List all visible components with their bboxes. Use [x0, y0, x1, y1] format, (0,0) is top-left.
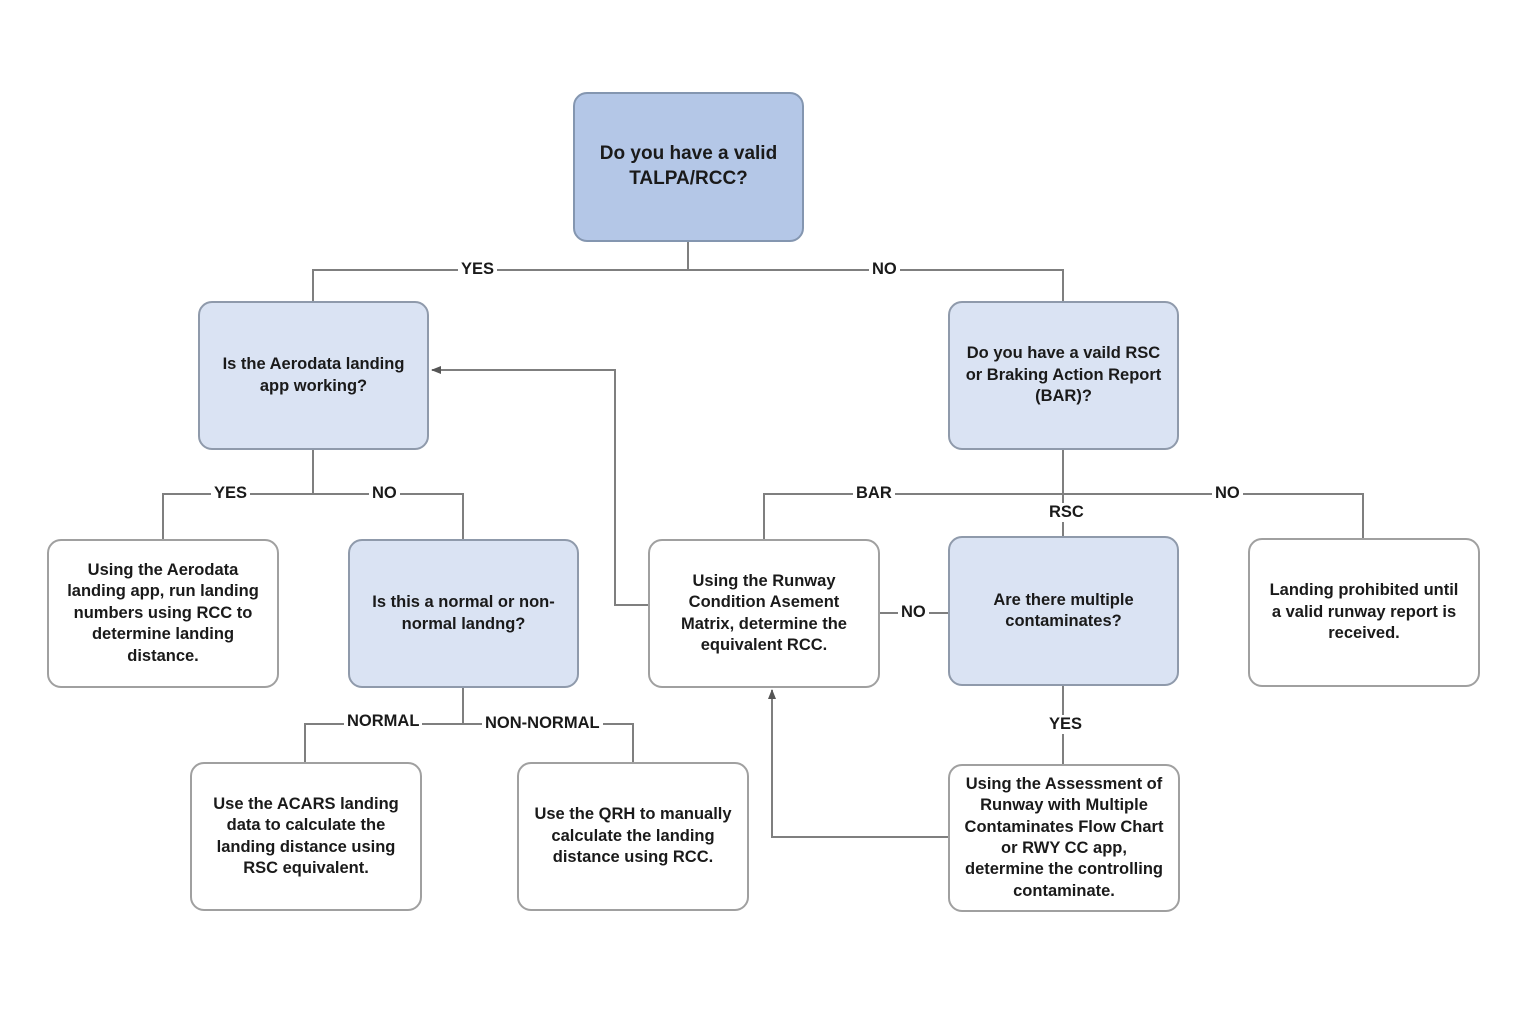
- connector-aerodata-no: [313, 493, 464, 539]
- landing-normal-label: NORMAL: [344, 712, 423, 731]
- connector-talpa-yes: [312, 242, 689, 301]
- aerodata-landing-action: Using the Aerodata landing app, run land…: [47, 539, 279, 688]
- aerodata-app-question: Is the Aerodata landing app working?: [198, 301, 429, 450]
- rsc-bar-label: BAR: [853, 484, 895, 503]
- aerodata-yes-label: YES: [211, 484, 251, 503]
- acars-landing-action: Use the ACARS landing data to calculate …: [190, 762, 422, 911]
- connector-multiple-to-rcam: [768, 689, 948, 838]
- landing-prohibited-action: Landing prohibited until a valid runway …: [1248, 538, 1480, 687]
- multiple-contaminates-question-text: Are there multiple contaminates?: [993, 590, 1134, 630]
- connector-rsc-no: [1063, 493, 1364, 538]
- normal-landing-question-text: Is this a normal or non-normal landng?: [372, 593, 555, 633]
- talpa-rcc-question: Do you have a valid TALPA/RCC?: [573, 92, 804, 242]
- landing-prohibited-action-text: Landing prohibited until a valid runway …: [1269, 581, 1459, 643]
- contaminates-yes-label: YES: [1046, 715, 1086, 734]
- multiple-contaminates-action-text: Using the Assessment of Runway with Mult…: [964, 774, 1164, 900]
- aerodata-landing-action-text: Using the Aerodata landing app, run land…: [67, 560, 259, 665]
- qrh-landing-action-text: Use the QRH to manually calculate the la…: [534, 805, 732, 867]
- multiple-contaminates-action: Using the Assessment of Runway with Mult…: [948, 764, 1180, 912]
- multiple-contaminates-question: Are there multiple contaminates?: [948, 536, 1179, 686]
- aerodata-no-label: NO: [369, 484, 400, 503]
- aerodata-app-question-text: Is the Aerodata landing app working?: [222, 355, 405, 395]
- rsc-rsc-label: RSC: [1046, 503, 1087, 522]
- talpa-rcc-question-text: Do you have a valid TALPA/RCC?: [599, 143, 778, 189]
- talpa-no-label: NO: [869, 260, 900, 279]
- rsc-no-label: NO: [1212, 484, 1243, 503]
- rsc-bar-question: Do you have a vaild RSC or Braking Actio…: [948, 301, 1179, 450]
- rcam-action: Using the Runway Condition Asement Matri…: [648, 539, 880, 688]
- normal-landing-question: Is this a normal or non-normal landng?: [348, 539, 579, 688]
- connector-rcam-to-aerodata: [431, 366, 648, 606]
- talpa-yes-label: YES: [458, 260, 498, 279]
- connector-rsc-bar: [763, 450, 1064, 539]
- contaminates-no-label: NO: [898, 603, 929, 622]
- rsc-bar-question-text: Do you have a vaild RSC or Braking Actio…: [965, 344, 1162, 406]
- rcam-action-text: Using the Runway Condition Asement Matri…: [681, 571, 847, 654]
- acars-landing-action-text: Use the ACARS landing data to calculate …: [213, 794, 399, 877]
- connector-talpa-no: [688, 269, 1064, 301]
- qrh-landing-action: Use the QRH to manually calculate the la…: [517, 762, 749, 911]
- landing-non-normal-label: NON-NORMAL: [482, 714, 603, 733]
